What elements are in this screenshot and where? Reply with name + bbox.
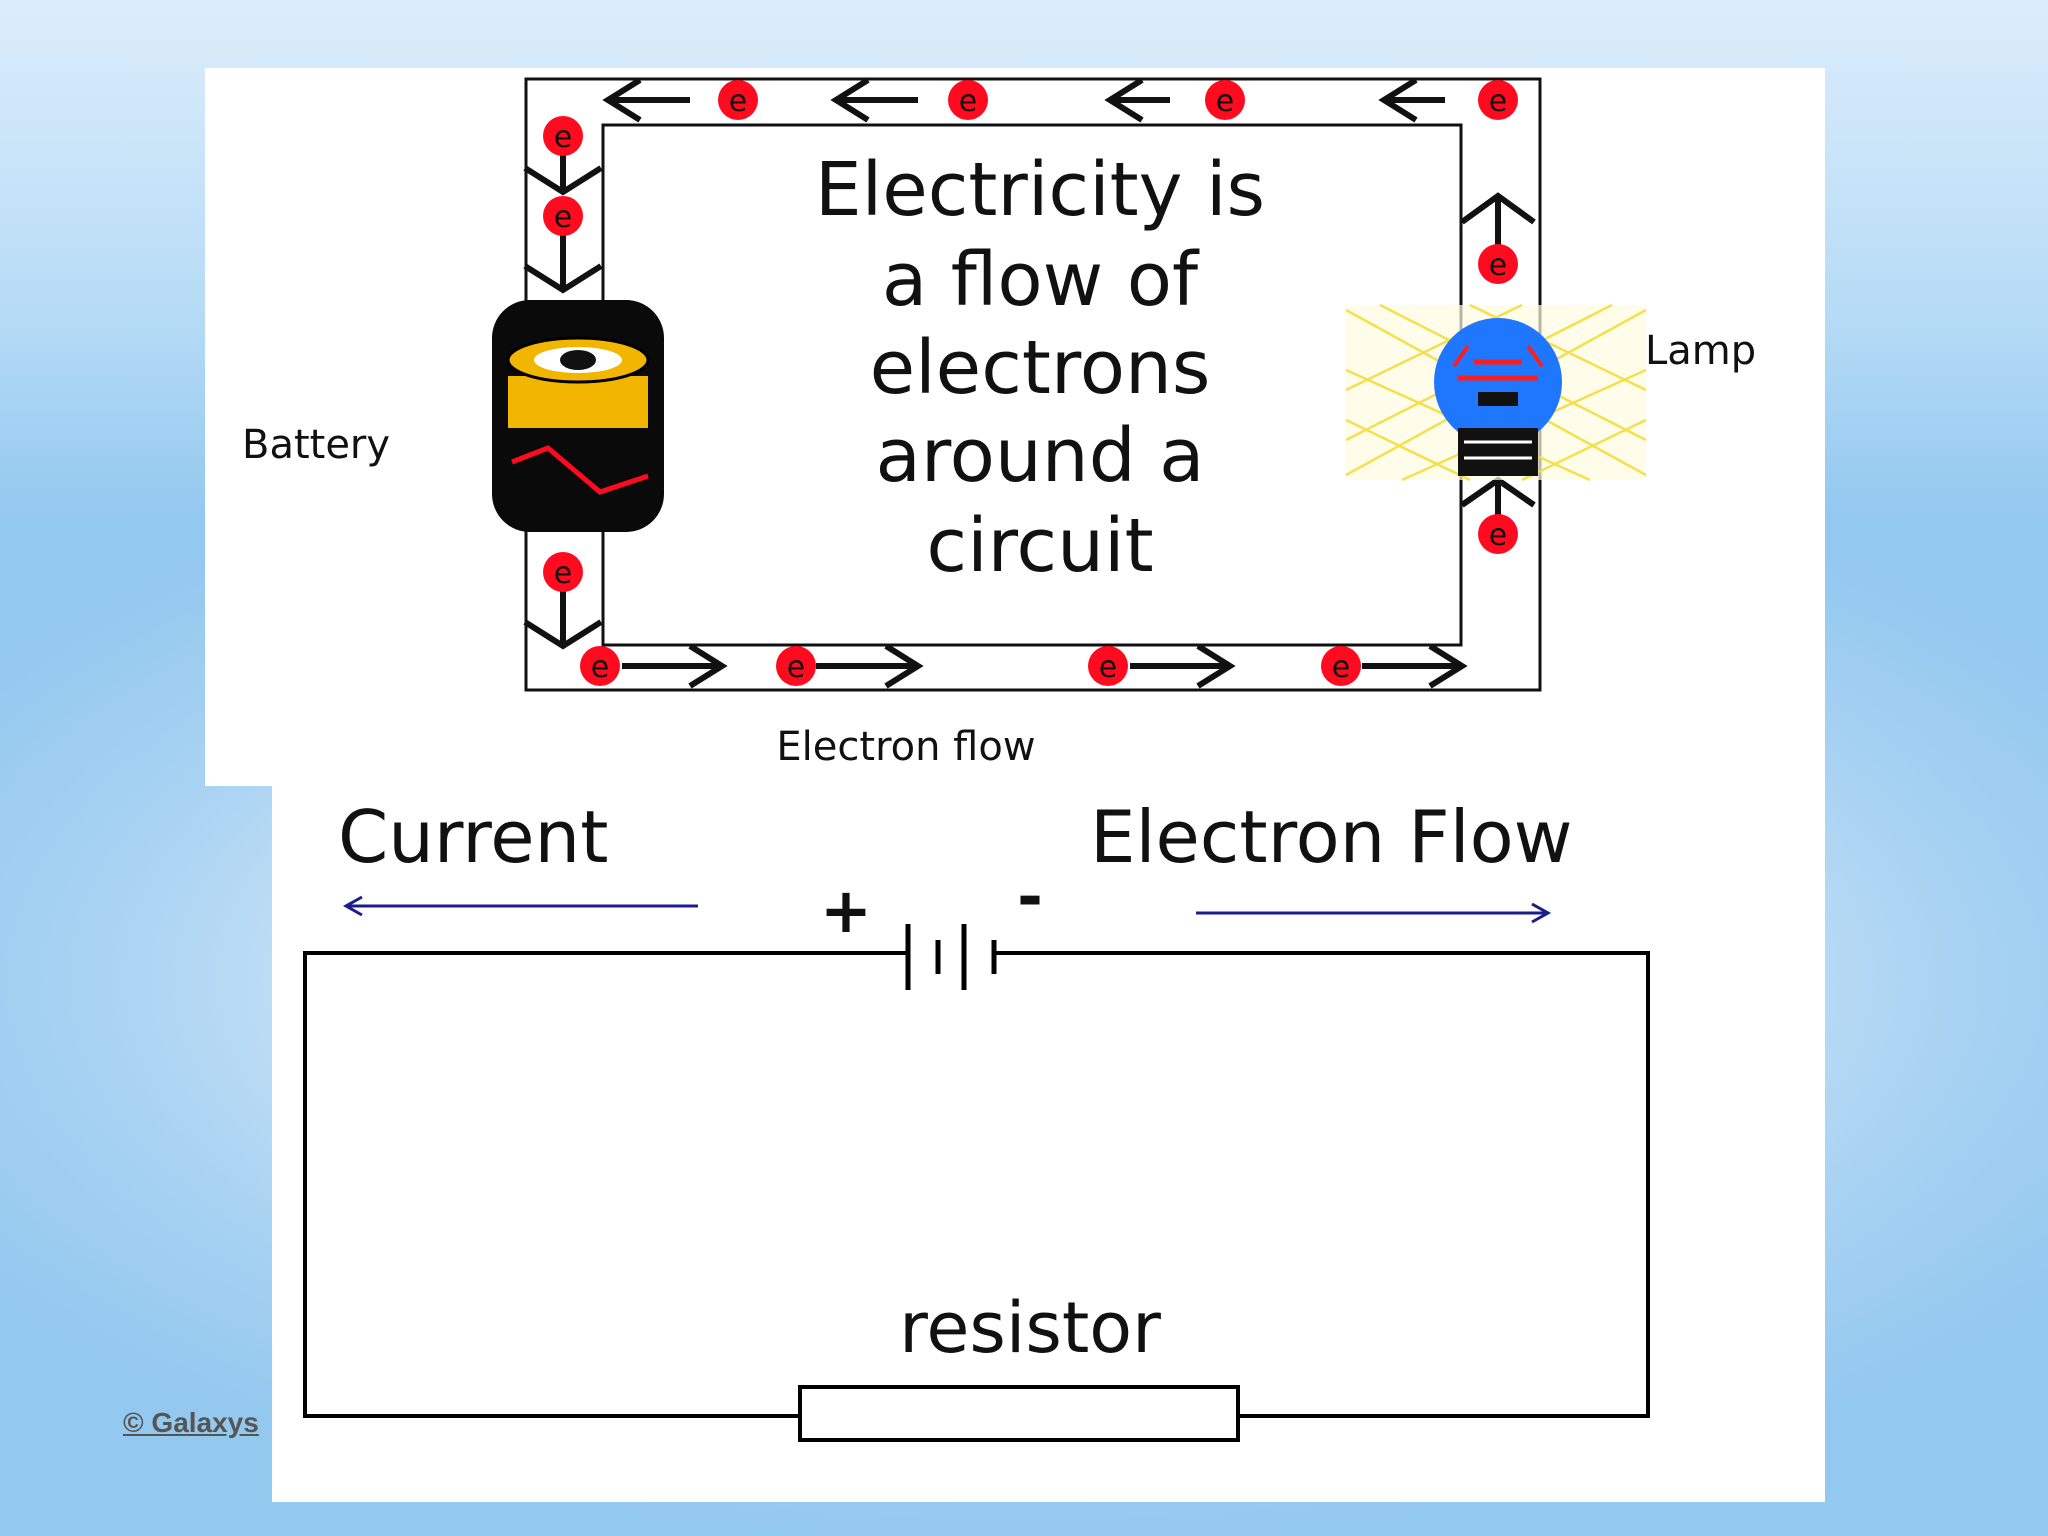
electron-flow-label: Electron flow [776,724,1035,770]
lamp-icon [1345,303,1647,482]
plus-sign: + [820,874,872,947]
title-line-1: Electricity is [815,147,1265,233]
conventional-circuit-diagram: Current Electron Flow + - resistor [303,795,1650,1442]
electron: e [543,196,583,236]
svg-text:e: e [554,556,572,591]
electron: e [1478,80,1518,120]
circuit-wire [303,951,1650,1418]
svg-text:e: e [554,200,572,235]
svg-text:e: e [1216,84,1234,119]
battery-symbol [905,924,997,990]
electron: e [543,552,583,592]
battery-icon [492,300,664,532]
svg-text:e: e [729,84,747,119]
title-line-5: circuit [926,503,1153,589]
title-line-4: around a [875,413,1204,499]
svg-text:e: e [787,650,805,685]
copyright-link[interactable]: © Galaxys [123,1407,259,1438]
electron: e [1478,244,1518,284]
minus-sign: - [1017,860,1043,933]
title-line-2: a flow of [882,237,1200,323]
electron-flow-heading: Electron Flow [1090,795,1573,879]
electron-arrows-left [523,150,603,650]
svg-text:e: e [959,84,977,119]
electron: e [776,646,816,686]
electron-arrows-bottom [622,643,1468,689]
electron-circuit-diagram: e e e e e e e e e e e e e [242,77,1756,770]
svg-text:e: e [1489,248,1507,283]
electron: e [1478,514,1518,554]
electron: e [718,80,758,120]
svg-text:e: e [1489,84,1507,119]
electron: e [543,116,583,156]
electron: e [580,646,620,686]
electron: e [1088,646,1128,686]
svg-text:e: e [1489,518,1507,553]
battery-label: Battery [242,422,390,468]
current-label: Current [338,795,608,879]
resistor-label: resistor [899,1287,1161,1369]
electron: e [1205,80,1245,120]
electron-arrows-top [602,77,1445,123]
resistor-symbol [798,1385,1240,1442]
electron: e [1321,646,1361,686]
svg-text:e: e [1332,650,1350,685]
svg-text:e: e [1099,650,1117,685]
title-line-3: electrons [870,325,1211,411]
svg-text:e: e [591,650,609,685]
svg-text:e: e [554,120,572,155]
lamp-label: Lamp [1645,328,1756,374]
electron: e [948,80,988,120]
bottom-diagram-panel [272,784,1825,1502]
